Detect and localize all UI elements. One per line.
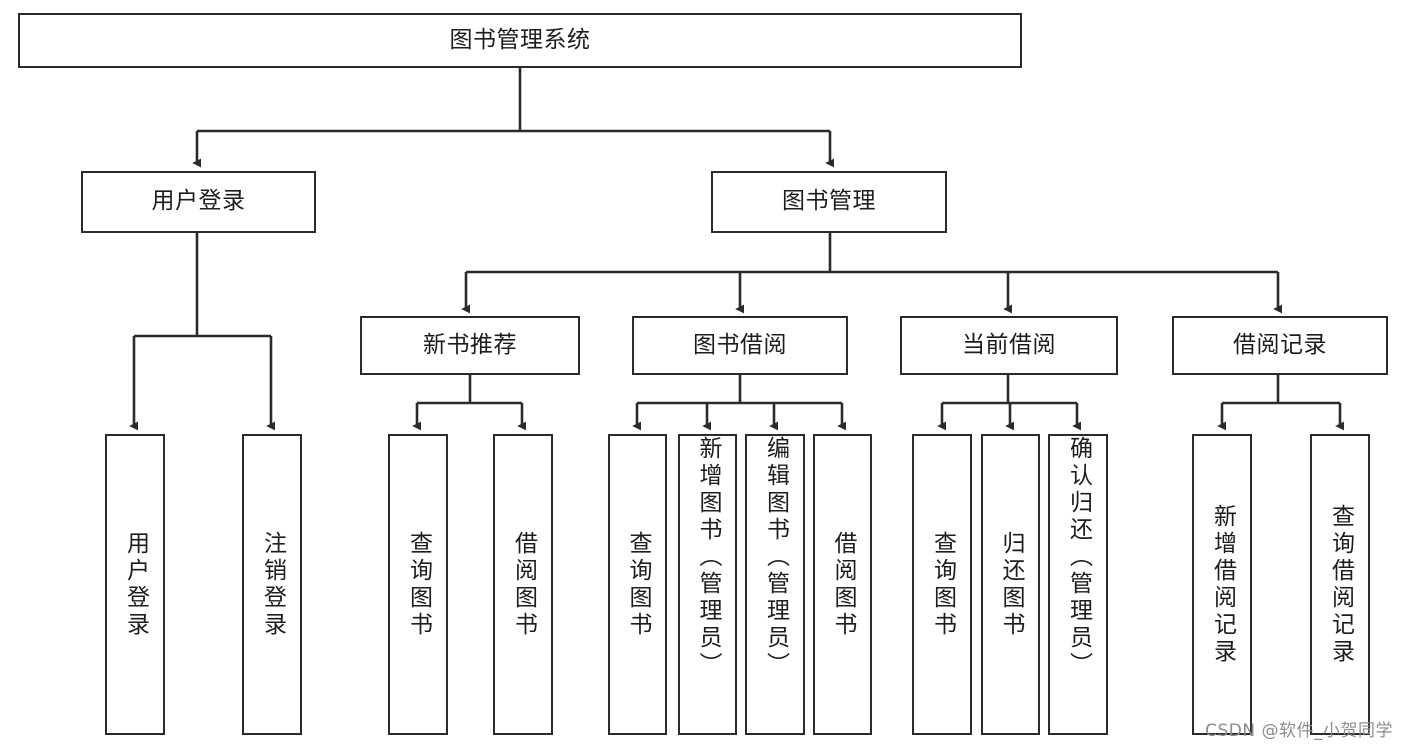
node-borrow-record[interactable]: 借阅记录	[1172, 316, 1388, 375]
node-label-leaf-new-book-borrow: 借阅图书	[510, 530, 537, 639]
node-leaf-current-confirm-return-admin[interactable]: 确认归还（管理员）	[1048, 434, 1108, 735]
node-book-management[interactable]: 图书管理	[711, 171, 947, 233]
node-label-leaf-user-login-login: 用户登录	[122, 530, 149, 639]
node-label-borrow-record: 借阅记录	[1233, 331, 1327, 358]
csdn-watermark: CSDN @软件_小贺同学	[1205, 721, 1393, 741]
node-leaf-borrow-add-book-admin[interactable]: 新增图书（管理员）	[678, 434, 737, 735]
node-label-root: 图书管理系统	[449, 26, 591, 53]
node-label-user-login: 用户登录	[151, 188, 246, 215]
node-new-book-recommend[interactable]: 新书推荐	[360, 316, 580, 375]
node-leaf-current-return-book[interactable]: 归还图书	[981, 434, 1040, 735]
node-label-new-book-recommend: 新书推荐	[423, 331, 517, 358]
node-book-borrow[interactable]: 图书借阅	[632, 316, 848, 375]
node-label-book-management: 图书管理	[782, 188, 876, 215]
node-leaf-user-login-logout[interactable]: 注销登录	[242, 434, 302, 735]
node-label-leaf-record-add-record: 新增借阅记录	[1209, 503, 1236, 666]
node-leaf-new-book-query[interactable]: 查询图书	[388, 434, 448, 735]
node-root-book-management-system[interactable]: 图书管理系统	[18, 13, 1022, 68]
node-label-leaf-new-book-query: 查询图书	[405, 530, 432, 639]
node-label-leaf-current-query-book: 查询图书	[929, 530, 956, 639]
node-label-leaf-borrow-query-book: 查询图书	[625, 530, 651, 639]
node-leaf-current-query-book[interactable]: 查询图书	[912, 434, 972, 735]
node-leaf-record-add-record[interactable]: 新增借阅记录	[1192, 434, 1252, 735]
node-label-leaf-record-query-record: 查询借阅记录	[1327, 503, 1354, 666]
node-leaf-borrow-edit-book-admin[interactable]: 编辑图书（管理员）	[745, 434, 805, 735]
node-label-leaf-borrow-add-book-admin: 新增图书（管理员）	[695, 436, 721, 679]
node-label-leaf-borrow-edit-book-admin: 编辑图书（管理员）	[762, 436, 789, 679]
node-leaf-new-book-borrow[interactable]: 借阅图书	[493, 434, 553, 735]
node-label-leaf-borrow-borrow-book: 借阅图书	[830, 530, 856, 639]
node-leaf-user-login-login[interactable]: 用户登录	[105, 434, 165, 735]
node-user-login[interactable]: 用户登录	[81, 171, 316, 233]
node-leaf-borrow-borrow-book[interactable]: 借阅图书	[813, 434, 872, 735]
node-label-leaf-current-confirm-return-admin: 确认归还（管理员）	[1065, 436, 1092, 679]
node-label-leaf-user-login-logout: 注销登录	[259, 530, 286, 639]
node-label-book-borrow: 图书借阅	[693, 331, 787, 358]
node-leaf-record-query-record[interactable]: 查询借阅记录	[1310, 434, 1370, 735]
node-label-leaf-current-return-book: 归还图书	[998, 530, 1024, 639]
node-leaf-borrow-query-book[interactable]: 查询图书	[608, 434, 667, 735]
node-label-current-borrow: 当前借阅	[962, 331, 1056, 358]
node-current-borrow[interactable]: 当前借阅	[900, 316, 1118, 375]
